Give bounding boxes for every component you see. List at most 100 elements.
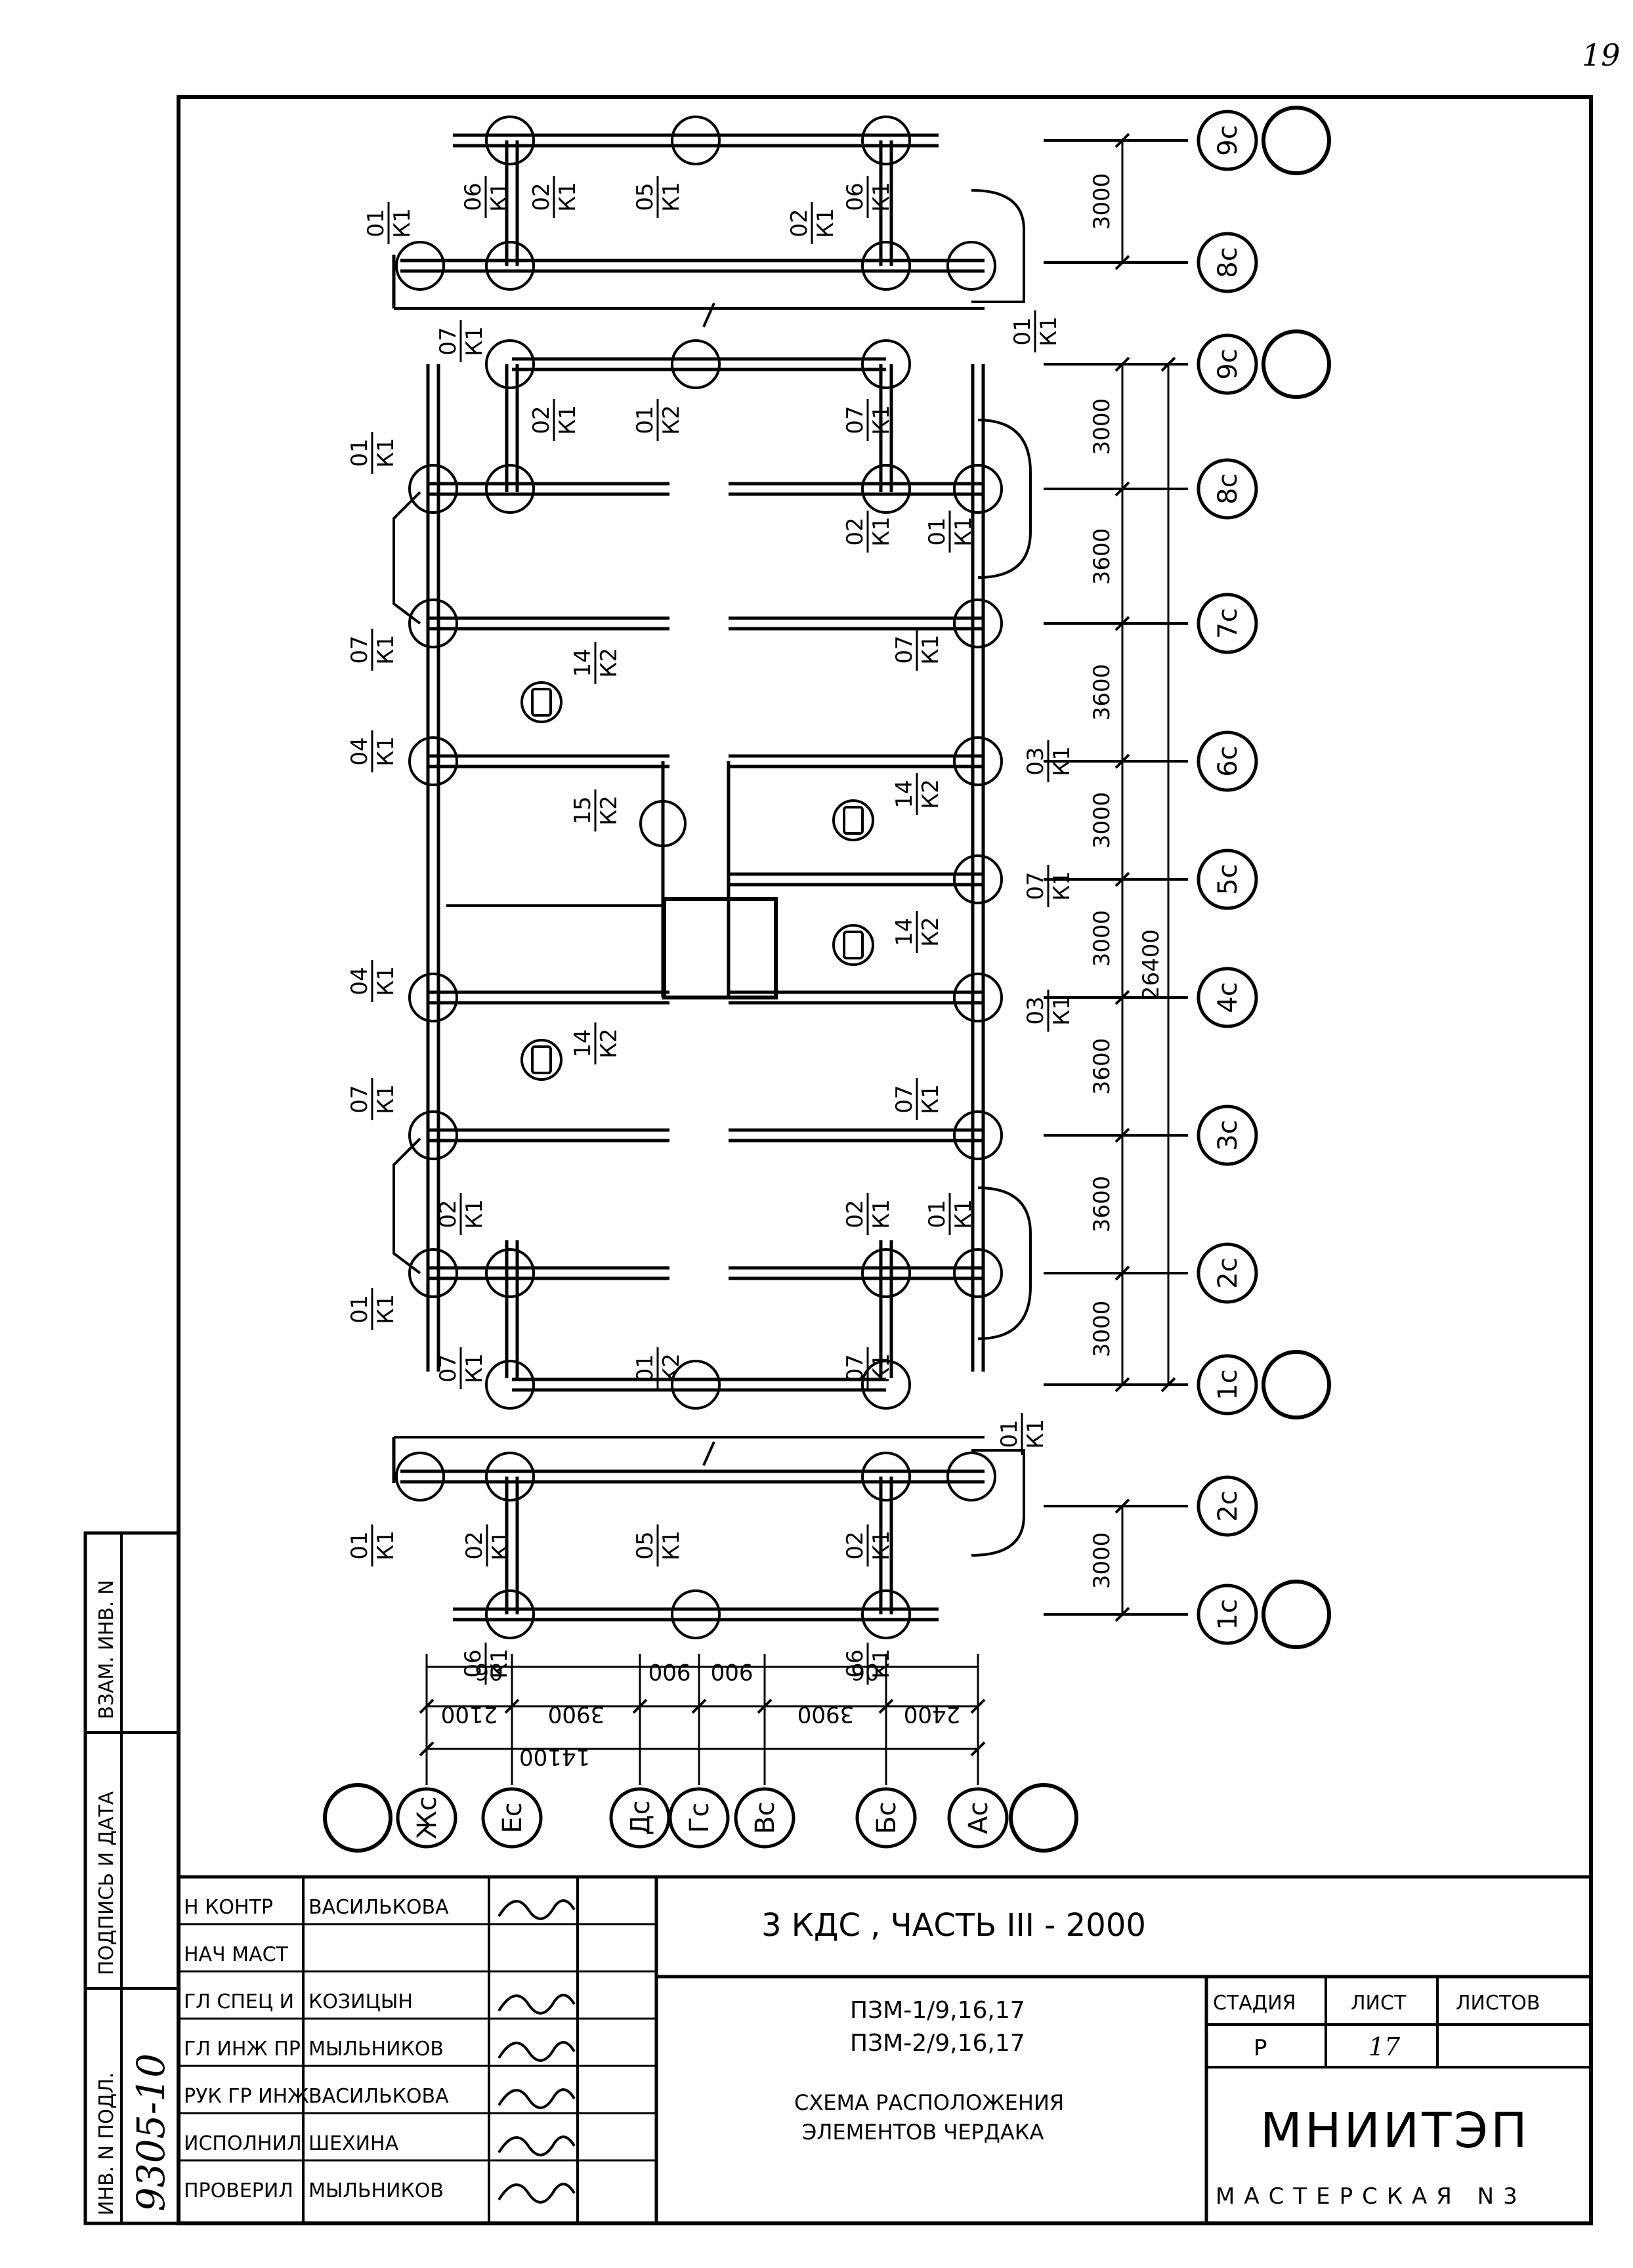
axis-bubble-bot-1c: [1197, 1584, 1258, 1645]
node-circle: [485, 1248, 535, 1298]
dim-bottom-14100: 14100: [519, 1744, 590, 1770]
sign-date-label: ПОДПИСЬ И ДАТА: [95, 1791, 118, 1975]
mark-series: К1: [813, 208, 839, 238]
tb-role: ИСПОЛНИЛ: [184, 2132, 302, 2155]
axis-bubble-zh: [396, 1787, 457, 1849]
axis-label-v: Вс: [750, 1801, 780, 1834]
node-circle: [861, 1248, 911, 1298]
axis-ring-main-9c: [1262, 329, 1331, 399]
dim-tick: [1114, 1377, 1130, 1393]
axis-label-main-8c: 8с: [1213, 473, 1243, 504]
tb-role: ГЛ СПЕЦ И: [184, 1990, 294, 2013]
bay-right-top: [977, 419, 1032, 579]
dim-bottom-2100: 2100: [441, 1701, 498, 1727]
mark-number: 01: [363, 209, 389, 237]
mark-series: К1: [373, 736, 399, 766]
axis-label-d: Дс: [626, 1800, 656, 1835]
mark-series: К1: [1036, 316, 1062, 346]
drawing-title-1: СХЕМА РАСПОЛОЖЕНИЯ: [794, 2090, 1064, 2115]
dim-tick: [1114, 255, 1130, 270]
dim-tick: [1160, 1377, 1176, 1393]
dim-tick: [878, 1698, 894, 1714]
dim-tick: [632, 1698, 648, 1714]
node-circle: [408, 736, 458, 786]
node-circle: [485, 464, 535, 514]
mark-series: К2: [596, 1028, 622, 1059]
mark-series: К1: [461, 1353, 488, 1383]
mark-number: 03: [1023, 747, 1049, 775]
node-circle: [953, 973, 1003, 1022]
mark-series: К1: [868, 1648, 895, 1679]
doc-code-2: ПЗМ-2/9,16,17: [850, 2030, 1025, 2057]
mark-number: 01: [1009, 317, 1036, 345]
axis-label-bot-1c: 1с: [1213, 1599, 1243, 1629]
mark-series: К1: [373, 1084, 399, 1114]
node-circle: [861, 339, 911, 389]
node-circle: [832, 799, 874, 841]
bay-left-bottom: [392, 1137, 421, 1274]
mark-series: К1: [868, 516, 895, 547]
bay-right-bottom: [977, 1186, 1032, 1340]
tb-name: ШЕХИНА: [308, 2132, 399, 2155]
mark-series: К1: [918, 635, 944, 665]
break-mark: [702, 1441, 715, 1466]
dim-tick: [419, 1741, 435, 1757]
mark-number: 14: [891, 917, 918, 946]
axis-label-main-5c: 5с: [1213, 864, 1243, 894]
node-circle: [395, 241, 445, 291]
mark-number: 02: [842, 517, 868, 545]
node-circle: [485, 241, 535, 291]
axis-label-zh: Жс: [412, 1796, 442, 1839]
mark-series: К2: [918, 779, 944, 809]
node-circle: [485, 1360, 535, 1410]
axis-label-top-8c: 8с: [1213, 247, 1243, 278]
mark-number: 15: [570, 796, 596, 824]
axis-label-main-7c: 7с: [1213, 608, 1243, 639]
project-title: 3 КДС , ЧАСТЬ III - 2000: [761, 1907, 1146, 1944]
mark-series: К1: [555, 405, 581, 435]
dim-bottom-06-left: 06: [475, 1658, 503, 1685]
mark-series: К1: [658, 182, 685, 212]
slab-14-box: [843, 931, 864, 959]
dim-tick: [757, 1698, 773, 1714]
mark-series: К1: [868, 182, 895, 212]
dim-tick: [419, 1698, 435, 1714]
tb-role: НАЧ МАСТ: [184, 1943, 289, 1966]
doc-code-1: ПЗМ-1/9,16,17: [850, 1997, 1025, 2024]
vzam-inv-label: ВЗАМ. ИНВ. N: [95, 1580, 118, 1719]
tb-name: ВАСИЛЬКОВА: [308, 1896, 449, 1919]
tb-role: ПРОВЕРИЛ: [184, 2179, 293, 2202]
axis-bubble-main-7c: [1197, 593, 1258, 654]
node-circle: [520, 681, 562, 723]
mark-series: К1: [373, 1530, 399, 1561]
dim-right-4: 3000: [1089, 792, 1115, 849]
node-circle: [671, 116, 721, 165]
mark-series: К1: [950, 516, 977, 547]
dim-right-5: 3000: [1089, 910, 1115, 967]
mark-number: 01: [347, 1531, 373, 1559]
mark-series: К2: [596, 795, 622, 826]
dim-tick: [1114, 1498, 1130, 1514]
node-circle: [861, 241, 911, 291]
org-name: МНИИТЭП: [1260, 2103, 1530, 2159]
node-circle: [861, 116, 911, 165]
tb-role: Н КОНТР: [184, 1896, 273, 1919]
